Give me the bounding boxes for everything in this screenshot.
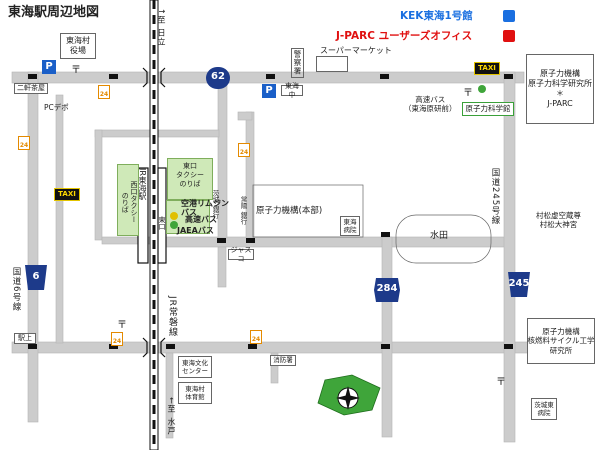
pc-depot-label: PCデポ <box>44 103 69 112</box>
legend-jparc-swatch <box>503 30 515 42</box>
parking-icon-n: P <box>262 84 276 98</box>
convenience-store-icon: 24 <box>250 330 262 344</box>
road-west-minor <box>55 94 64 344</box>
route6-shield-bg <box>25 265 47 290</box>
ekiue-box: 駅上 <box>14 333 36 344</box>
jaea-bus-stop-dot <box>170 221 178 229</box>
east-exit-label: 東口 <box>158 216 166 230</box>
airport-limo-label: 空港リムジン バス <box>181 199 229 218</box>
post-office-icon: 〒 <box>117 320 127 331</box>
route245-shield: 245 <box>508 278 530 289</box>
road-fire <box>270 352 279 384</box>
road-284 <box>381 236 393 438</box>
nikenjaya-box: 二軒茶屋 <box>14 83 48 94</box>
nuclear-science-museum-box: 原子力科学館 <box>462 102 514 116</box>
muramatsu-shrine-label: 村松虚空蔵尊 村松大神宮 <box>536 211 581 229</box>
jaea-headquarters-label: 原子力機構(本部) <box>256 206 323 216</box>
jr-line-label: JR常磐線 <box>167 296 177 337</box>
legend-kek-swatch <box>503 10 515 22</box>
jr-tokai-station-label: JR東海駅 <box>138 168 147 200</box>
tokai-hospital-box: 東海 病院 <box>340 216 360 236</box>
route6-label: 国道6号線 <box>11 267 21 312</box>
convenience-store-icon: 24 <box>111 332 123 346</box>
jaea-hq-block <box>252 184 364 238</box>
supermarket-label: スーパーマーケット <box>320 46 392 55</box>
legend-jparc-label: J-PARC ユーザーズオフィス <box>336 30 473 42</box>
road-west-inner <box>94 129 103 241</box>
highway-bus-label: 高速バス <box>185 215 217 224</box>
legend-kek-label: KEK東海1号館 <box>400 10 473 22</box>
convenience-store-icon: 24 <box>238 143 250 157</box>
post-office-icon: 〒 <box>463 88 473 99</box>
route245-shield-bg <box>508 272 530 297</box>
post-office-icon: 〒 <box>71 65 81 76</box>
direction-mito-label: ←至 水戸 <box>167 397 176 436</box>
supermarket-box <box>316 56 348 72</box>
jaea-bus-label: JAEAバス <box>177 226 214 235</box>
route245-label: 国道245号線 <box>490 168 500 226</box>
police-station-label: 警察署 <box>291 48 304 78</box>
convenience-store-icon: 24 <box>98 85 110 99</box>
road-jasco-south <box>217 246 227 288</box>
parking-icon-nw: P <box>42 60 56 74</box>
road-south-main <box>11 341 568 354</box>
culture-center-box: 東海文化 センター <box>178 356 212 378</box>
gym-box: 東海村 体育館 <box>178 382 212 404</box>
joyo-bank-label: 常陽 銀行 <box>239 196 247 225</box>
highway-bus-stop-dot <box>170 212 178 220</box>
jaea-nuclear-fuel-cycle-box: 原子力機構 核燃料サイクル工学 研究所 <box>527 318 595 364</box>
convenience-store-icon: 24 <box>18 136 30 150</box>
route284-shield-bg <box>374 278 400 302</box>
map-title: 東海駅周辺地図 <box>8 5 100 20</box>
ibaraki-bank-label: 茨城 銀行 <box>211 190 219 219</box>
taxi-stand-icon-ne: TAXI <box>474 62 500 75</box>
taxi-stand-icon-w: TAXI <box>54 188 80 201</box>
paddy-field-label: 水田 <box>430 231 449 241</box>
direction-hitachi-label: ↑至 日立 <box>157 8 166 47</box>
highway-bus-stop-marker <box>478 85 486 93</box>
jaea-nuclear-science-institute-box: 原子力機構 原子力科学研究所 ＊ J-PARC <box>526 54 594 124</box>
east-taxi-stand: 東口 タクシー のりば <box>167 158 213 200</box>
highway-bus-stop-label: 高速バス （東海原研前） <box>404 95 457 113</box>
paddy-field-area <box>395 214 492 264</box>
route284-shield: 284 <box>376 283 398 294</box>
west-taxi-stand: 西口タクシー のりば <box>117 164 139 236</box>
road-center-east <box>152 236 512 248</box>
jasco-box: ジャスコ <box>228 246 254 263</box>
post-office-icon: 〒 <box>496 377 506 388</box>
road-route6 <box>27 71 39 423</box>
road-south-gym <box>165 352 174 439</box>
traffic-signal <box>28 74 37 79</box>
route62-shield: 62 <box>206 67 230 89</box>
fire-station-box: 消防署 <box>270 355 296 366</box>
road-route245 <box>503 71 516 443</box>
compass-rose <box>317 374 381 416</box>
route6-shield: 6 <box>32 271 40 282</box>
ibaraki-east-hospital-box: 茨城東 病院 <box>531 398 557 420</box>
village-office-box: 東海村 役場 <box>60 33 96 59</box>
tokai-junior-high-box: 東海中 <box>281 82 303 99</box>
